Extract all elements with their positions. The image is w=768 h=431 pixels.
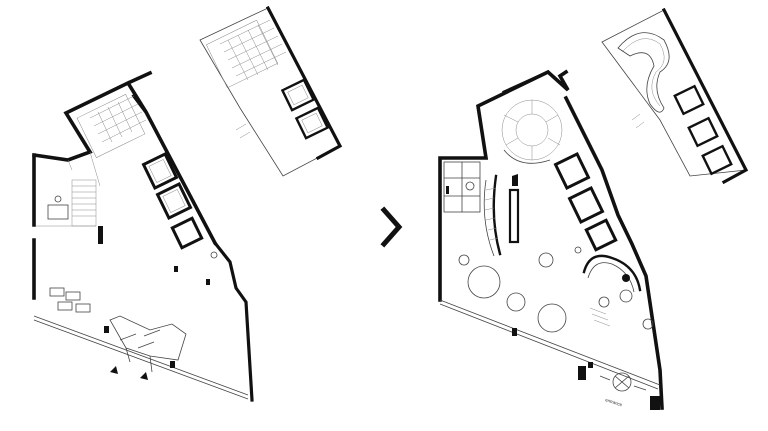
existing-upper-grid [219, 19, 287, 81]
proposed-spiral-ramp [617, 32, 670, 113]
existing-upper-floor [199, 5, 343, 177]
entrance-label: entrance [605, 397, 624, 407]
proposed-curved-stair [483, 174, 520, 257]
existing-outer-wall [31, 70, 218, 300]
proposed-upper-floor [601, 7, 749, 185]
existing-cores [141, 152, 204, 250]
existing-desk [47, 195, 69, 220]
proposed-round-tables [458, 252, 654, 333]
proposed-spiral-stair [501, 99, 563, 164]
proposed-upper-cores [673, 84, 733, 176]
existing-columns [98, 226, 210, 368]
existing-entrance-bay [109, 315, 187, 373]
proposed-outer-wall [438, 69, 664, 410]
chevron-right-icon [380, 206, 403, 248]
existing-lounge-furniture [49, 287, 91, 313]
proposed-bar-counter [582, 254, 642, 293]
proposed-restrooms [443, 161, 481, 213]
existing-floor-plan [31, 5, 343, 402]
proposed-floor-plan: entrance [438, 7, 749, 410]
proposed-revolving-door [599, 372, 647, 392]
proposed-cores [553, 152, 618, 252]
existing-central-grid [76, 94, 147, 158]
existing-stair [36, 179, 97, 227]
proposed-columns [512, 328, 660, 410]
existing-upper-stair-cores [280, 78, 330, 140]
